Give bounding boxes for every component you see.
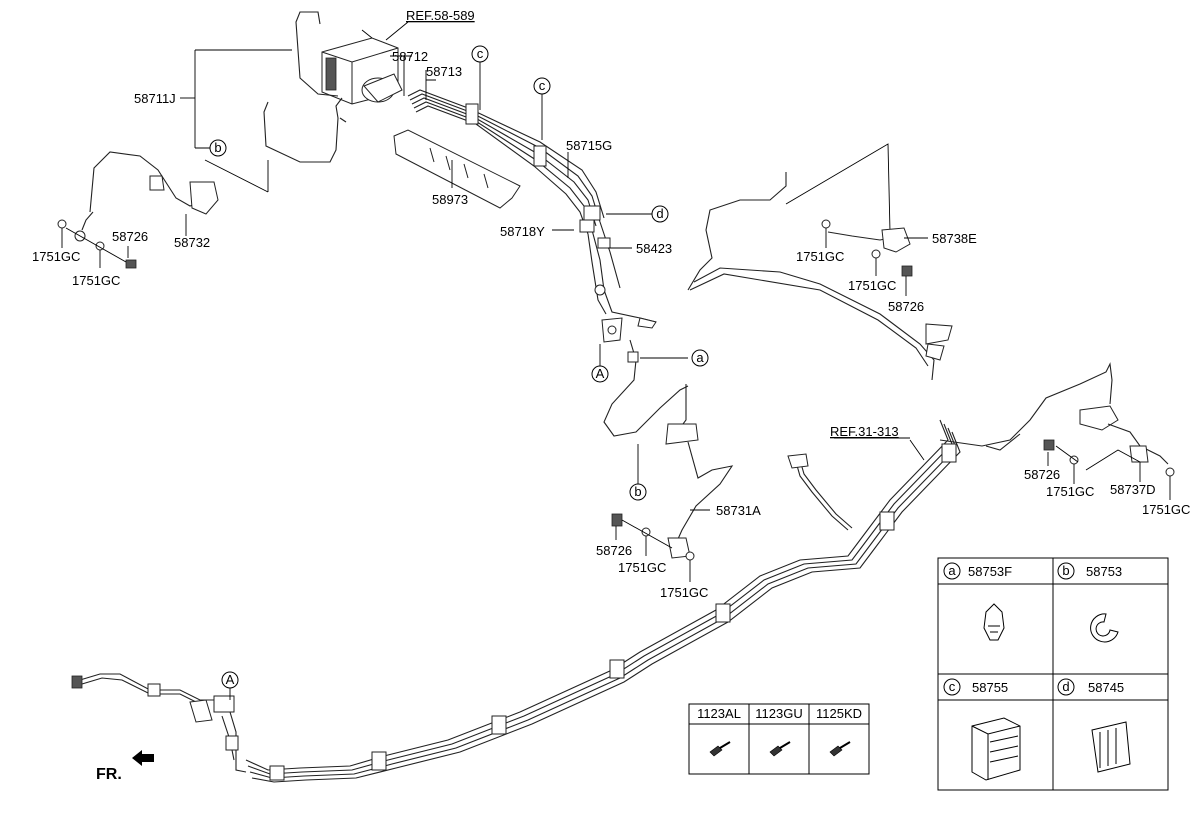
front-orientation-label: FR. [96,766,122,783]
clip-part-58755: 58755 [972,680,1008,695]
part-label-58718Y: 58718Y [500,224,545,239]
part-label-58731A: 58731A [716,503,761,518]
part-label-58712: 58712 [392,49,428,64]
clip-b-icon [1090,613,1119,643]
clip-part-58753F: 58753F [968,564,1012,579]
part-label-58715G: 58715G [566,138,612,153]
part-label-58713: 58713 [426,64,462,79]
part-label-58732: 58732 [174,235,210,250]
part-label-58973: 58973 [432,192,468,207]
part-label-58726-right-top: 58726 [888,299,924,314]
callout-c-top1: c [471,45,489,63]
part-label-58738E: 58738E [932,231,977,246]
bolt-header-2: 1123GU [755,706,802,721]
callout-d-mid: d [651,205,669,223]
svg-text:c: c [477,46,484,61]
part-label-1751GC-right-b: 1751GC [1142,502,1190,517]
clip-letter-b: b [1062,563,1069,578]
bolt-icon [709,741,731,757]
part-label-1751GC-mid-b: 1751GC [660,585,708,600]
svg-text:A: A [226,672,235,687]
part-label-1751GC-right-a: 1751GC [1046,484,1094,499]
abs-module [321,29,403,105]
clip-letter-a: a [948,563,956,578]
callout-A-mid: A [591,365,609,383]
rear-pipe-bundle [245,419,961,783]
part-label-1751GC-right-top-b: 1751GC [848,278,896,293]
bolt-icon [769,741,791,757]
clip-cell-c: c 58755 [943,678,1021,781]
part-label-1751GC-left-a: 1751GC [32,249,80,264]
callout-b-left: b [209,139,227,157]
bolt-icon [829,741,851,757]
part-label-58423: 58423 [636,241,672,256]
svg-text:A: A [596,366,605,381]
part-label-58711J: 58711J [134,91,176,106]
main-pipe-bundle [407,89,689,437]
svg-text:a: a [696,350,704,365]
clip-table: a 58753F b 58753 c 58755 [937,557,1169,791]
clip-cell-d: d 58745 [1057,678,1131,773]
part-label-58726-left: 58726 [112,229,148,244]
ref-abs-label: REF.58-589 [406,8,475,23]
clip-letter-c: c [949,679,956,694]
clip-c-icon [971,717,1021,781]
callout-a-mid: a [691,349,709,367]
part-label-1751GC-mid-a: 1751GC [618,560,666,575]
bolt-header-3: 1125KD [816,706,862,721]
bracket-58973 [393,129,521,209]
part-label-58726-right: 58726 [1024,467,1060,482]
bolt-header-1: 1123AL [697,706,741,721]
clip-part-58753: 58753 [1086,564,1122,579]
part-label-58737D: 58737D [1110,482,1156,497]
callout-b-mid: b [629,483,647,501]
part-label-1751GC-left-b: 1751GC [72,273,120,288]
clip-letter-d: d [1062,679,1069,694]
callout-A-bottom: A [221,671,239,689]
front-arrow-icon [132,750,154,766]
clip-part-58745: 58745 [1088,680,1124,695]
clip-a-icon [983,603,1005,641]
svg-text:c: c [539,78,546,93]
clip-d-icon [1091,721,1131,773]
svg-text:b: b [634,484,641,499]
svg-text:d: d [656,206,663,221]
clip-cell-b: b 58753 [1057,562,1122,643]
clip-cell-a: a 58753F [943,562,1012,641]
part-label-1751GC-right-top-a: 1751GC [796,249,844,264]
part-label-58726-mid: 58726 [596,543,632,558]
svg-text:b: b [214,140,221,155]
ref-tank-label: REF.31-313 [830,424,899,439]
callout-c-top2: c [533,77,551,95]
bolt-table: 1123AL 1123GU 1125KD [688,703,870,775]
